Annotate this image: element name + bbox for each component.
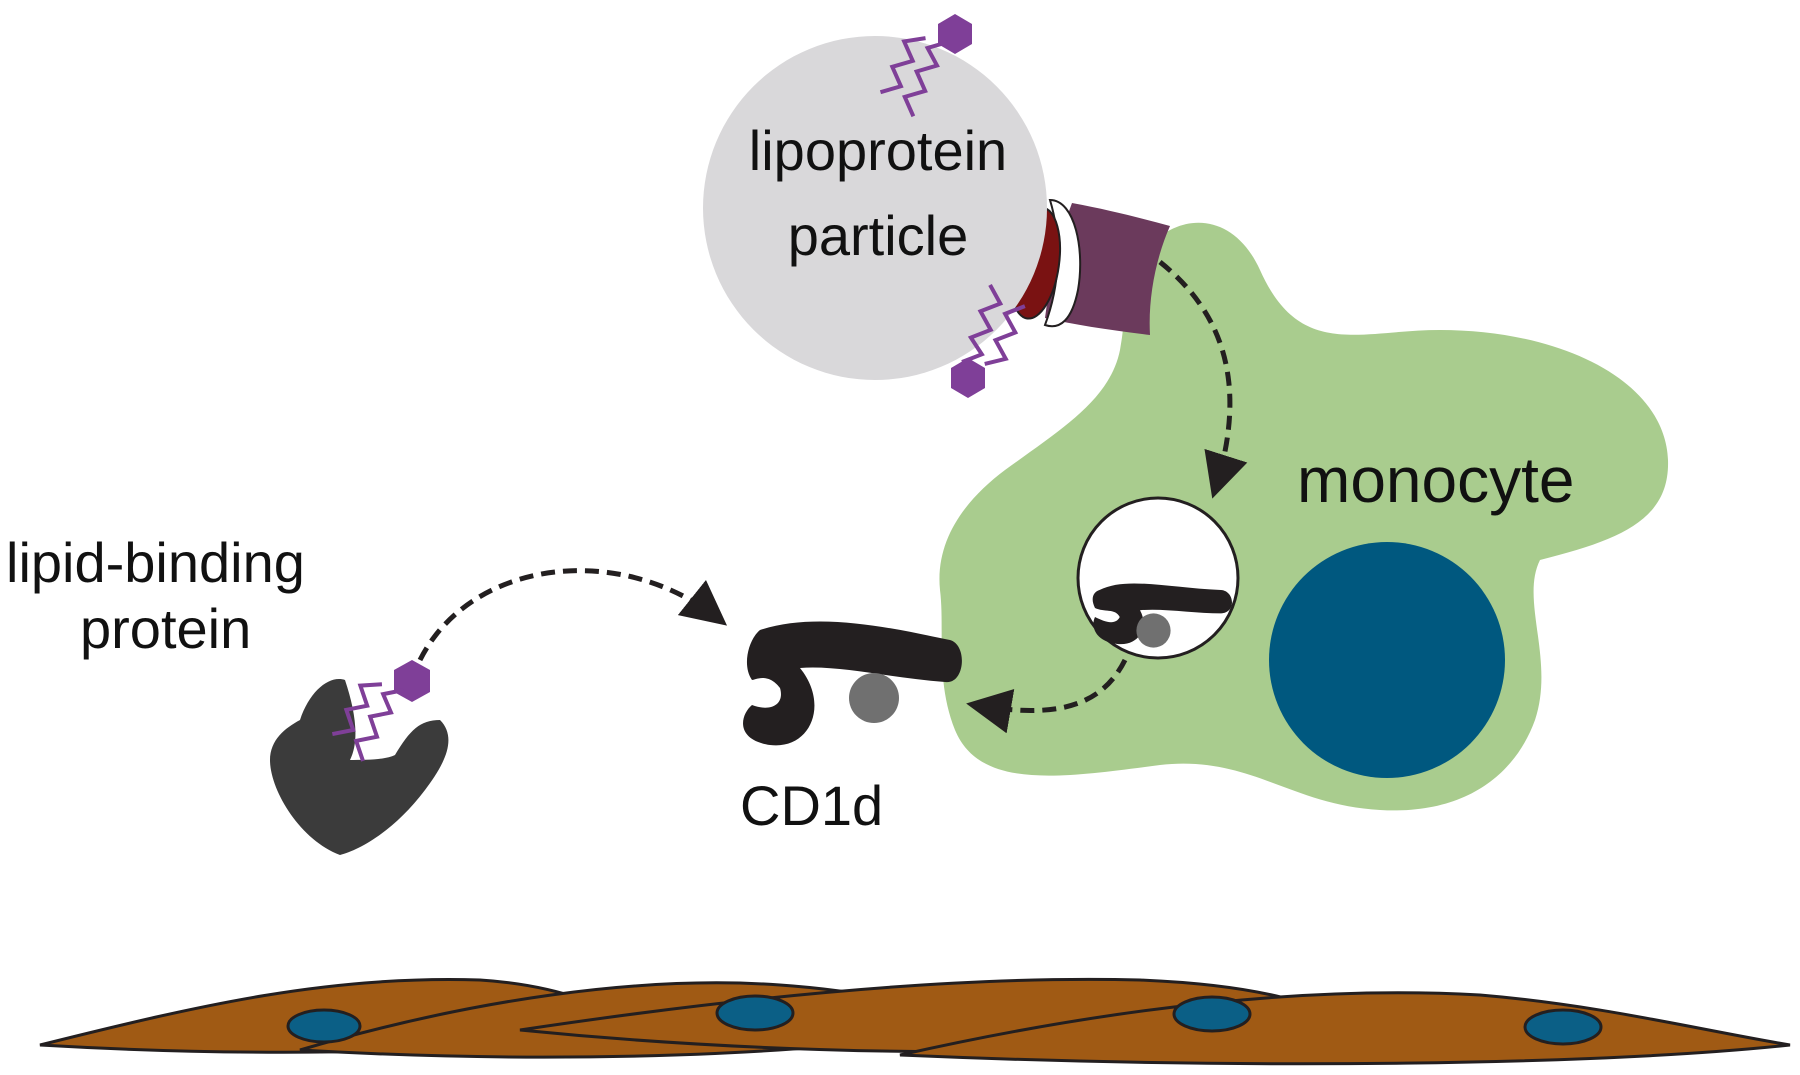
transfer-arrow: [417, 568, 728, 662]
lipid-headgroup-top: [938, 14, 972, 54]
endothelial-nucleus-3: [1172, 995, 1252, 1033]
lipid-binding-label-line1: lipid-binding: [6, 531, 305, 594]
endosome-cd1d: [1092, 583, 1232, 648]
endothelial-nucleus-2: [715, 994, 795, 1032]
endothelium: [39, 977, 1791, 1066]
lipoprotein-label-line2: particle: [788, 204, 969, 267]
monocyte-nucleus: [1269, 542, 1505, 778]
lipid-antigen: [849, 673, 899, 723]
lipid-headgroup-bound: [394, 660, 430, 702]
lipid-binding-label-line2: protein: [80, 597, 251, 660]
endosome: [1076, 496, 1240, 660]
lipoprotein-label-line1: lipoprotein: [749, 119, 1007, 182]
cd1d-molecule: CD1d: [740, 621, 962, 837]
cd1d-shape: [743, 621, 962, 746]
endothelial-nucleus-1: [286, 1008, 362, 1044]
monocyte-label: monocyte: [1297, 444, 1574, 516]
lipoprotein-particle: lipoprotein particle: [703, 14, 1047, 398]
presentation-arrow: [966, 658, 1128, 734]
endothelial-nucleus-4: [1523, 1008, 1603, 1046]
cd1d-label: CD1d: [740, 774, 883, 837]
lipid-binding-protein: lipid-binding protein: [6, 531, 449, 855]
lipid-bound: [326, 660, 430, 764]
lipid-headgroup-bottom: [951, 358, 985, 398]
lipid-bottom: [951, 282, 1030, 398]
uptake-arrow: [1158, 260, 1248, 499]
lipid-binding-protein-shape: [270, 679, 449, 855]
lipid-top: [875, 14, 972, 119]
lipoprotein-body: [703, 36, 1047, 380]
